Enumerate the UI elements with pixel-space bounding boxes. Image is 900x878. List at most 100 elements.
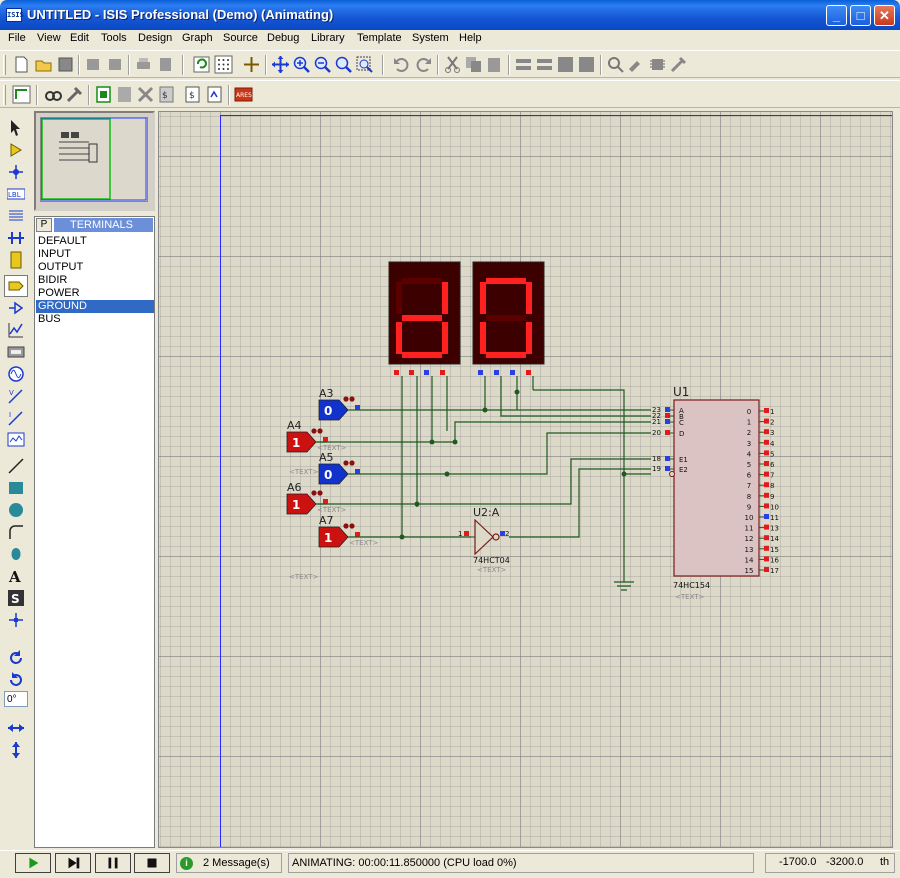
undo-icon[interactable] — [392, 55, 411, 74]
virtual-instruments-icon[interactable] — [7, 431, 25, 449]
mirror-horizontal-icon[interactable] — [7, 719, 25, 737]
terminal-default[interactable]: DEFAULT — [38, 235, 87, 247]
menu-library[interactable]: Library — [311, 32, 345, 44]
logic-state-body[interactable] — [318, 526, 349, 548]
cut-icon[interactable] — [443, 55, 462, 74]
path-tool-icon[interactable] — [7, 545, 25, 563]
junction-dot-icon[interactable] — [7, 163, 25, 181]
origin-icon[interactable] — [242, 55, 261, 74]
close-button[interactable]: ✕ — [874, 5, 895, 26]
refresh-icon[interactable] — [192, 55, 211, 74]
text-tool-icon[interactable]: A — [7, 567, 25, 585]
rotate-clockwise-icon[interactable] — [7, 649, 25, 667]
logic-input-a5[interactable]: A50 — [318, 451, 360, 485]
new-file-icon[interactable] — [12, 55, 31, 74]
electrical-rule-check-icon[interactable]: $ — [183, 85, 202, 104]
pause-button[interactable] — [95, 853, 131, 873]
logic-input-a7[interactable]: A71<TEXT> — [318, 514, 379, 548]
zoom-area-icon[interactable] — [355, 55, 374, 74]
arc-tool-icon[interactable] — [7, 523, 25, 541]
wire-autorouter-icon[interactable] — [12, 85, 31, 104]
menu-tools[interactable]: Tools — [101, 32, 127, 44]
block-delete-icon[interactable] — [577, 55, 596, 74]
text-script-icon[interactable] — [7, 207, 25, 225]
inverter-gate[interactable]: U2:A 1 2 74HCT04 <TEXT> — [458, 506, 510, 574]
terminal-power[interactable]: POWER — [38, 287, 80, 299]
bill-of-materials-icon[interactable]: $ — [157, 85, 176, 104]
print-icon[interactable] — [134, 55, 153, 74]
circle-tool-icon[interactable] — [7, 501, 25, 519]
current-probe-icon[interactable]: I — [7, 409, 25, 427]
menu-view[interactable]: View — [37, 32, 61, 44]
device-pins-icon[interactable] — [7, 299, 25, 317]
zoom-all-icon[interactable] — [334, 55, 353, 74]
component-mode-icon[interactable] — [7, 141, 25, 159]
toolbar-grip[interactable] — [3, 85, 6, 105]
play-button[interactable] — [15, 853, 51, 873]
overview-preview[interactable] — [40, 117, 148, 202]
seven-segment-display-1[interactable] — [388, 261, 461, 375]
pick-device-icon[interactable] — [606, 55, 625, 74]
tape-recorder-icon[interactable] — [7, 343, 25, 361]
menu-template[interactable]: Template — [357, 32, 402, 44]
line-tool-icon[interactable] — [7, 457, 25, 475]
voltage-probe-icon[interactable]: V — [7, 387, 25, 405]
message-area[interactable]: i 2 Message(s) — [176, 853, 282, 873]
redo-icon[interactable] — [414, 55, 433, 74]
terminals-mode-icon[interactable] — [4, 275, 28, 297]
logic-input-a6[interactable]: A61<TEXT> — [286, 481, 347, 515]
stop-button[interactable] — [134, 853, 170, 873]
seven-segment-display-2[interactable] — [472, 261, 545, 375]
logic-input-a3[interactable]: A30 — [318, 387, 360, 421]
symbol-tool-icon[interactable]: S — [7, 589, 25, 607]
menu-file[interactable]: File — [8, 32, 26, 44]
minimize-button[interactable]: _ — [826, 5, 847, 26]
logic-state-body[interactable] — [286, 493, 317, 515]
zoom-in-icon[interactable] — [292, 55, 311, 74]
open-folder-icon[interactable] — [34, 55, 53, 74]
terminal-ground[interactable]: GROUND — [36, 300, 154, 313]
mirror-vertical-icon[interactable] — [7, 741, 25, 759]
exit-parent-icon[interactable] — [136, 85, 155, 104]
new-sheet-icon[interactable] — [94, 85, 113, 104]
export-icon[interactable] — [106, 55, 125, 74]
block-copy-icon[interactable] — [514, 55, 533, 74]
pick-button[interactable]: P — [36, 218, 52, 232]
import-icon[interactable] — [84, 55, 103, 74]
ground-terminal[interactable] — [614, 581, 634, 591]
terminal-input[interactable]: INPUT — [38, 248, 71, 260]
ares-netlist-icon[interactable]: ARES — [234, 85, 253, 104]
menu-design[interactable]: Design — [138, 32, 173, 44]
rotation-angle-input[interactable] — [4, 691, 28, 707]
step-button[interactable] — [55, 853, 91, 873]
wire-label-icon[interactable]: LBL — [7, 185, 25, 203]
menu-system[interactable]: System — [412, 32, 449, 44]
zoom-out-icon[interactable] — [313, 55, 332, 74]
menu-source[interactable]: Source — [223, 32, 258, 44]
overview-window[interactable] — [34, 111, 155, 211]
decompose-icon[interactable] — [669, 55, 688, 74]
netlist-icon[interactable] — [205, 85, 224, 104]
remove-sheet-icon[interactable] — [115, 85, 134, 104]
save-icon[interactable] — [56, 55, 75, 74]
bus-mode-icon[interactable] — [7, 229, 25, 247]
print-area-icon[interactable] — [156, 55, 175, 74]
menu-help[interactable]: Help — [459, 32, 482, 44]
units-label[interactable]: th — [880, 856, 890, 868]
make-device-icon[interactable] — [627, 55, 646, 74]
terminal-bidir[interactable]: BIDIR — [38, 274, 68, 286]
rotate-anticlockwise-icon[interactable] — [7, 671, 25, 689]
marker-tool-icon[interactable] — [7, 611, 25, 629]
terminal-output[interactable]: OUTPUT — [38, 261, 84, 273]
selection-mode-icon[interactable] — [7, 119, 25, 137]
menu-edit[interactable]: Edit — [70, 32, 89, 44]
maximize-button[interactable]: □ — [850, 5, 871, 26]
grid-toggle-icon[interactable] — [214, 55, 233, 74]
paste-icon[interactable] — [485, 55, 504, 74]
terminal-bus[interactable]: BUS — [38, 313, 61, 325]
generator-mode-icon[interactable] — [7, 365, 25, 383]
graph-mode-icon[interactable] — [7, 321, 25, 339]
